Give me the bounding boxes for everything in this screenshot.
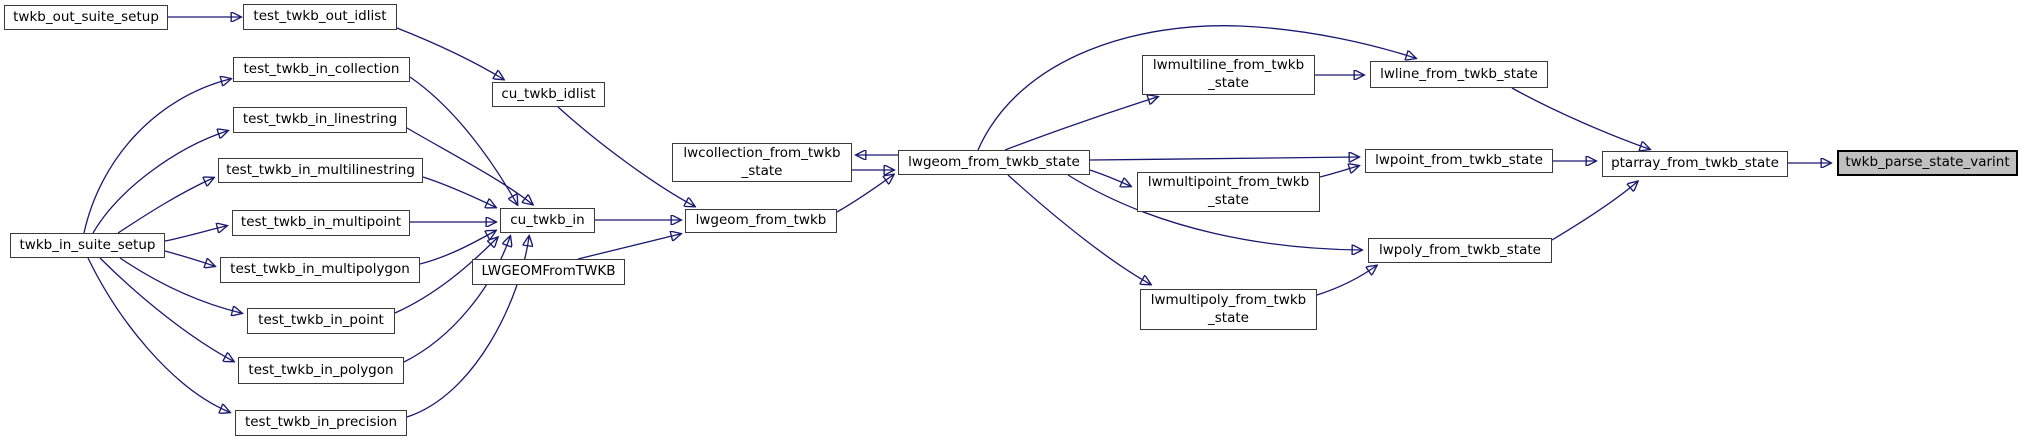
edge-twkb_in_suite_setup-to-test_twkb_in_multipoint	[164, 226, 226, 242]
edge-LWGEOMFromTWKB-to-lwgeom_from_twkb	[577, 234, 680, 260]
node-test_twkb_in_collection[interactable]: test_twkb_in_collection	[233, 57, 410, 82]
node-lwmultiline_from_twkb_state[interactable]: lwmultiline_from_twkb_state	[1142, 55, 1315, 95]
node-twkb_out_suite_setup[interactable]: twkb_out_suite_setup	[4, 5, 168, 30]
node-test_twkb_in_multipoint[interactable]: test_twkb_in_multipoint	[232, 210, 410, 236]
edge-test_twkb_out_idlist-to-cu_twkb_idlist	[396, 27, 503, 79]
node-label: twkb_parse_state_varint	[1845, 154, 2010, 171]
node-label: lwpoly_from_twkb_state	[1379, 241, 1541, 258]
edge-lwgeom_from_twkb_state-to-lwpoly_from_twkb_state	[1067, 174, 1361, 250]
node-cu_twkb_idlist[interactable]: cu_twkb_idlist	[492, 82, 605, 107]
node-label: twkb_out_suite_setup	[13, 8, 159, 25]
edge-twkb_in_suite_setup-to-test_twkb_in_linestring	[92, 131, 227, 234]
edge-lwgeom_from_twkb_state-to-lwmultipoly_from_twkb_state	[1007, 174, 1150, 284]
node-label: test_twkb_in_precision	[244, 414, 398, 431]
edge-twkb_in_suite_setup-to-test_twkb_in_multilinestring	[117, 178, 213, 234]
node-twkb_in_suite_setup[interactable]: twkb_in_suite_setup	[10, 233, 165, 258]
edge-twkb_in_suite_setup-to-test_twkb_in_multipolygon	[164, 250, 214, 266]
node-label: twkb_in_suite_setup	[19, 236, 156, 253]
edge-test_twkb_in_polygon-to-cu_twkb_in	[403, 237, 510, 363]
node-label: _state	[1208, 309, 1249, 326]
node-twkb_parse_state_varint: twkb_parse_state_varint	[1837, 150, 2018, 176]
node-lwmultipoint_from_twkb_state[interactable]: lwmultipoint_from_twkb_state	[1137, 172, 1320, 212]
node-label: test_twkb_in_polygon	[248, 361, 394, 378]
node-label: _state	[741, 162, 783, 179]
node-test_twkb_in_polygon[interactable]: test_twkb_in_polygon	[238, 357, 404, 384]
edge-test_twkb_in_multilinestring-to-cu_twkb_in	[422, 176, 495, 207]
edge-twkb_in_suite_setup-to-test_twkb_in_polygon	[99, 257, 233, 361]
node-lwpoly_from_twkb_state[interactable]: lwpoly_from_twkb_state	[1368, 238, 1552, 263]
edge-cu_twkb_idlist-to-lwgeom_from_twkb	[557, 106, 694, 206]
node-cu_twkb_in[interactable]: cu_twkb_in	[500, 208, 595, 233]
node-label: test_twkb_in_point	[258, 312, 384, 329]
edge-lwgeom_from_twkb-to-lwgeom_from_twkb_state	[836, 175, 893, 213]
node-label: lwmultipoint_from_twkb	[1147, 174, 1310, 191]
node-test_twkb_in_multilinestring[interactable]: test_twkb_in_multilinestring	[218, 158, 423, 183]
node-label: lwgeom_from_twkb	[695, 212, 827, 229]
node-label: ptarray_from_twkb_state	[1611, 155, 1779, 172]
edge-twkb_in_suite_setup-to-test_twkb_in_point	[119, 257, 241, 313]
node-label: _state	[1208, 75, 1249, 91]
edge-test_twkb_in_linestring-to-cu_twkb_in	[406, 127, 532, 204]
node-ptarray_from_twkb_state[interactable]: ptarray_from_twkb_state	[1602, 151, 1788, 177]
node-label: test_twkb_in_multilinestring	[226, 161, 415, 178]
node-label: lwpoint_from_twkb_state	[1375, 152, 1543, 169]
edge-lwline_from_twkb_state-to-ptarray_from_twkb_state	[1511, 87, 1649, 149]
node-test_twkb_out_idlist[interactable]: test_twkb_out_idlist	[243, 4, 397, 30]
edge-lwmultipoint_from_twkb_state-to-lwpoint_from_twkb_state	[1319, 166, 1358, 178]
node-test_twkb_in_precision[interactable]: test_twkb_in_precision	[235, 410, 407, 436]
node-lwpoint_from_twkb_state[interactable]: lwpoint_from_twkb_state	[1365, 149, 1553, 173]
node-test_twkb_in_point[interactable]: test_twkb_in_point	[247, 308, 395, 334]
edge-lwmultipoly_from_twkb_state-to-lwpoly_from_twkb_state	[1316, 266, 1376, 296]
edge-twkb_in_suite_setup-to-test_twkb_in_collection	[83, 79, 230, 234]
node-label: lwmultipoly_from_twkb	[1150, 291, 1307, 308]
node-label: lwgeom_from_twkb_state	[908, 153, 1080, 170]
edge-test_twkb_in_collection-to-cu_twkb_in	[409, 76, 517, 204]
node-lwline_from_twkb_state[interactable]: lwline_from_twkb_state	[1370, 61, 1548, 88]
node-label: lwcollection_from_twkb	[683, 144, 841, 161]
node-label: test_twkb_in_multipoint	[240, 214, 402, 231]
node-lwmultipoly_from_twkb_state[interactable]: lwmultipoly_from_twkb_state	[1140, 289, 1317, 330]
node-LWGEOMFromTWKB[interactable]: LWGEOMFromTWKB	[472, 259, 625, 285]
node-label: lwline_from_twkb_state	[1380, 65, 1538, 82]
edge-lwpoly_from_twkb_state-to-ptarray_from_twkb_state	[1551, 182, 1637, 241]
node-label: cu_twkb_idlist	[501, 85, 596, 102]
node-label: test_twkb_in_multipolygon	[230, 261, 410, 278]
edge-lwgeom_from_twkb_state-to-lwmultipoint_from_twkb_state	[1089, 169, 1130, 186]
node-label: LWGEOMFromTWKB	[481, 263, 616, 280]
node-lwgeom_from_twkb_state[interactable]: lwgeom_from_twkb_state	[898, 150, 1090, 175]
edge-lwgeom_from_twkb_state-to-lwline_from_twkb_state	[977, 25, 1415, 151]
edge-test_twkb_in_point-to-cu_twkb_in	[394, 238, 497, 314]
node-label: test_twkb_in_collection	[243, 60, 400, 77]
node-lwcollection_from_twkb_state[interactable]: lwcollection_from_twkb_state	[672, 143, 852, 182]
node-label: lwmultiline_from_twkb	[1152, 57, 1305, 74]
node-label: test_twkb_in_linestring	[242, 111, 398, 128]
edge-lwgeom_from_twkb_state-to-lwpoint_from_twkb_state	[1089, 157, 1358, 160]
edge-lwgeom_from_twkb_state-to-lwmultiline_from_twkb_state	[1004, 97, 1157, 151]
edge-test_twkb_in_multipolygon-to-cu_twkb_in	[419, 231, 495, 265]
node-test_twkb_in_multipolygon[interactable]: test_twkb_in_multipolygon	[220, 257, 420, 283]
node-label: _state	[1208, 192, 1249, 208]
node-test_twkb_in_linestring[interactable]: test_twkb_in_linestring	[233, 107, 407, 133]
node-label: cu_twkb_in	[510, 211, 585, 228]
node-lwgeom_from_twkb[interactable]: lwgeom_from_twkb	[685, 209, 837, 233]
edge-twkb_in_suite_setup-to-test_twkb_in_precision	[87, 257, 229, 412]
node-label: test_twkb_out_idlist	[253, 8, 387, 25]
